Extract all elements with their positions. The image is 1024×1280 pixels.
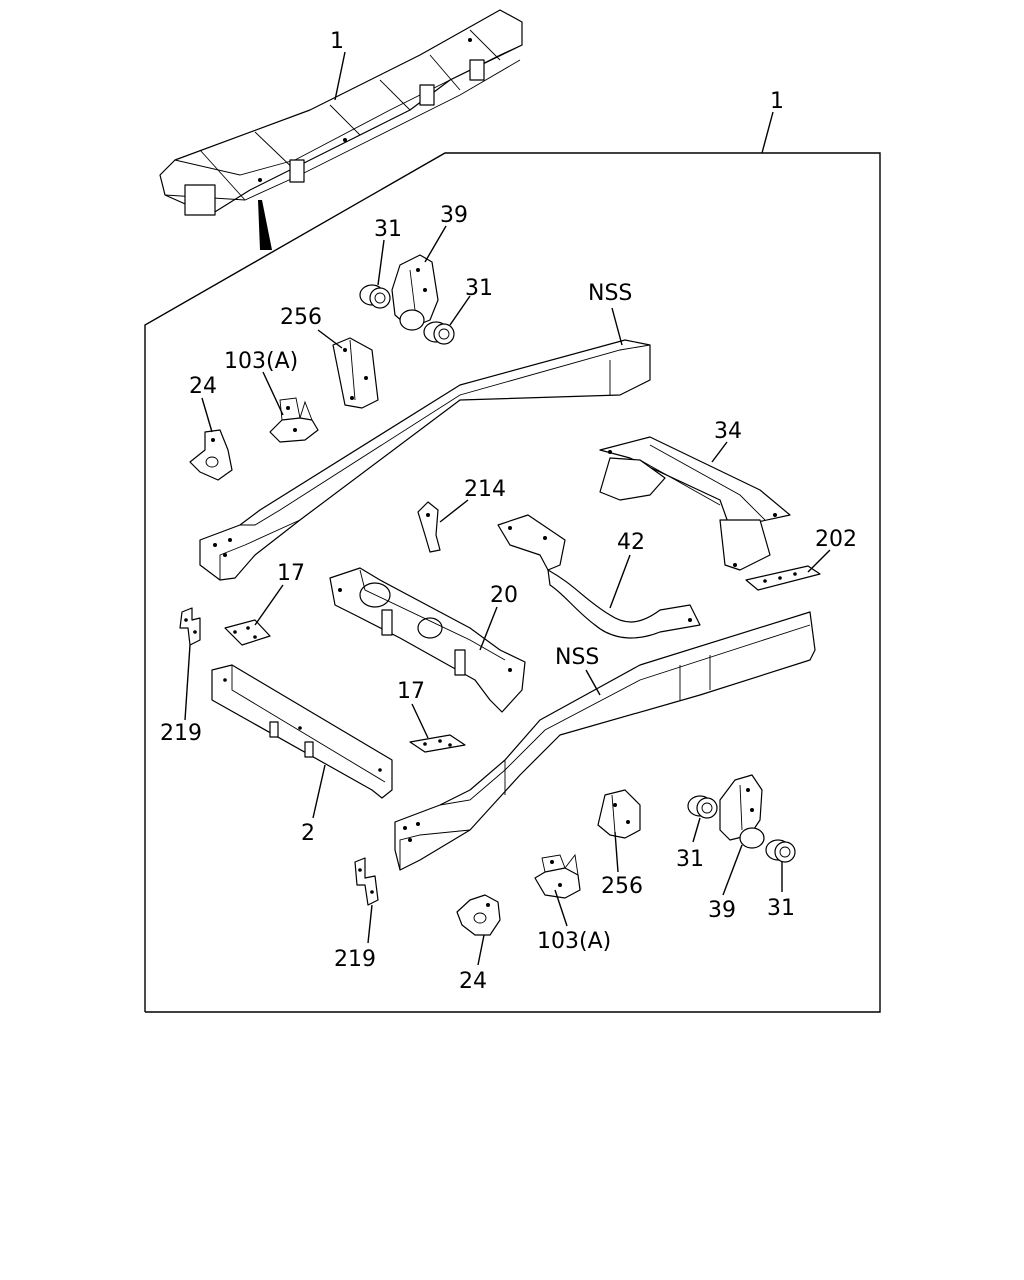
leader-bushing-b <box>449 295 471 326</box>
callout-bracket-24-b: 24 <box>459 969 487 994</box>
crossmember-20 <box>329 567 526 713</box>
callout-bushing-a: 31 <box>374 217 402 242</box>
crossmember-2 <box>211 664 393 799</box>
plate-256-lower <box>597 789 641 839</box>
leader-plate-256-b <box>614 831 619 873</box>
callout-bracket-214: 214 <box>464 477 506 502</box>
callout-plate-256-a: 256 <box>280 305 322 330</box>
leader-rail-nss-a <box>611 307 623 346</box>
leader-rail-nss-b <box>585 669 601 696</box>
bushing-lower-right <box>765 839 796 863</box>
callout-rail-nss-b: NSS <box>555 645 599 670</box>
callout-bracket-219-b: 219 <box>334 947 376 972</box>
exploded-view-border <box>144 152 881 1013</box>
leader-bushing-a <box>377 239 385 286</box>
leader-plate-256-a <box>317 329 343 349</box>
bracket-214 <box>417 501 441 553</box>
callout-bracket-24-a: 24 <box>189 374 217 399</box>
callout-bracket-39-a: 39 <box>440 203 468 228</box>
bracket-219-upper <box>179 607 201 646</box>
callout-plate-17-a: 17 <box>277 561 305 586</box>
callout-bracket-103a-a: 103(A) <box>224 349 298 374</box>
frame-assembly-illustration <box>159 9 523 216</box>
callout-bushing-c: 31 <box>676 847 704 872</box>
bracket-39-upper <box>391 254 439 331</box>
leader-crossmember-2 <box>312 764 326 819</box>
upper-side-rail-illustration <box>199 339 651 581</box>
plate-17-lower <box>409 734 466 753</box>
leader-plate-202 <box>807 549 831 573</box>
bracket-24-lower <box>456 894 501 936</box>
plate-256-upper <box>332 337 379 409</box>
callout-bracket-39-b: 39 <box>708 898 736 923</box>
leader-bracket-219-b <box>367 904 373 944</box>
leader-bushing-c <box>692 817 701 843</box>
plate-17-upper <box>224 619 271 646</box>
leader-frame-top <box>334 51 346 101</box>
callout-frame-top: 1 <box>330 29 344 54</box>
plate-202 <box>745 565 821 591</box>
frame-pointer-arrow <box>258 200 272 250</box>
callout-crossmember-20: 20 <box>490 583 518 608</box>
bushing-upper-left <box>359 284 391 309</box>
callout-crossmember-42: 42 <box>617 530 645 555</box>
callout-bushing-b: 31 <box>465 276 493 301</box>
bushing-upper-right <box>423 321 455 345</box>
leader-crossmember-20 <box>479 606 498 651</box>
leader-plate-17-a <box>254 584 284 626</box>
bushing-lower-left <box>687 795 718 819</box>
leader-bracket-24-a <box>201 397 213 433</box>
leader-bracket-24-b <box>477 934 485 966</box>
leader-bracket-214 <box>439 499 469 523</box>
crossmember-34 <box>599 436 791 571</box>
leader-bracket-39-b <box>722 844 743 896</box>
leader-crossmember-42 <box>609 554 631 609</box>
callout-plate-17-b: 17 <box>397 679 425 704</box>
callout-frame-box: 1 <box>770 89 784 114</box>
leader-bracket-219-a <box>184 644 191 721</box>
leader-plate-17-b <box>411 703 429 739</box>
callout-rail-nss-a: NSS <box>588 281 632 306</box>
crossmember-42 <box>497 514 701 639</box>
callout-bushing-d: 31 <box>767 896 795 921</box>
leader-bracket-103a-b <box>554 889 568 927</box>
bracket-103a-lower <box>534 853 581 899</box>
lower-side-rail-illustration <box>394 611 816 871</box>
bracket-219-lower <box>354 857 379 906</box>
leader-frame-box <box>761 111 774 154</box>
leader-bracket-39-a <box>424 225 447 263</box>
leader-bracket-103a-a <box>262 371 284 416</box>
callout-bracket-219-a: 219 <box>160 721 202 746</box>
callout-bracket-103a-b: 103(A) <box>537 929 611 954</box>
callout-plate-202: 202 <box>815 527 857 552</box>
bracket-24-upper <box>189 429 233 481</box>
callout-plate-256-b: 256 <box>601 874 643 899</box>
bracket-103a-upper <box>269 397 319 443</box>
callout-crossmember-2: 2 <box>301 821 315 846</box>
callout-crossmember-34: 34 <box>714 419 742 444</box>
bracket-39-lower <box>719 774 765 849</box>
leader-crossmember-34 <box>711 441 728 463</box>
